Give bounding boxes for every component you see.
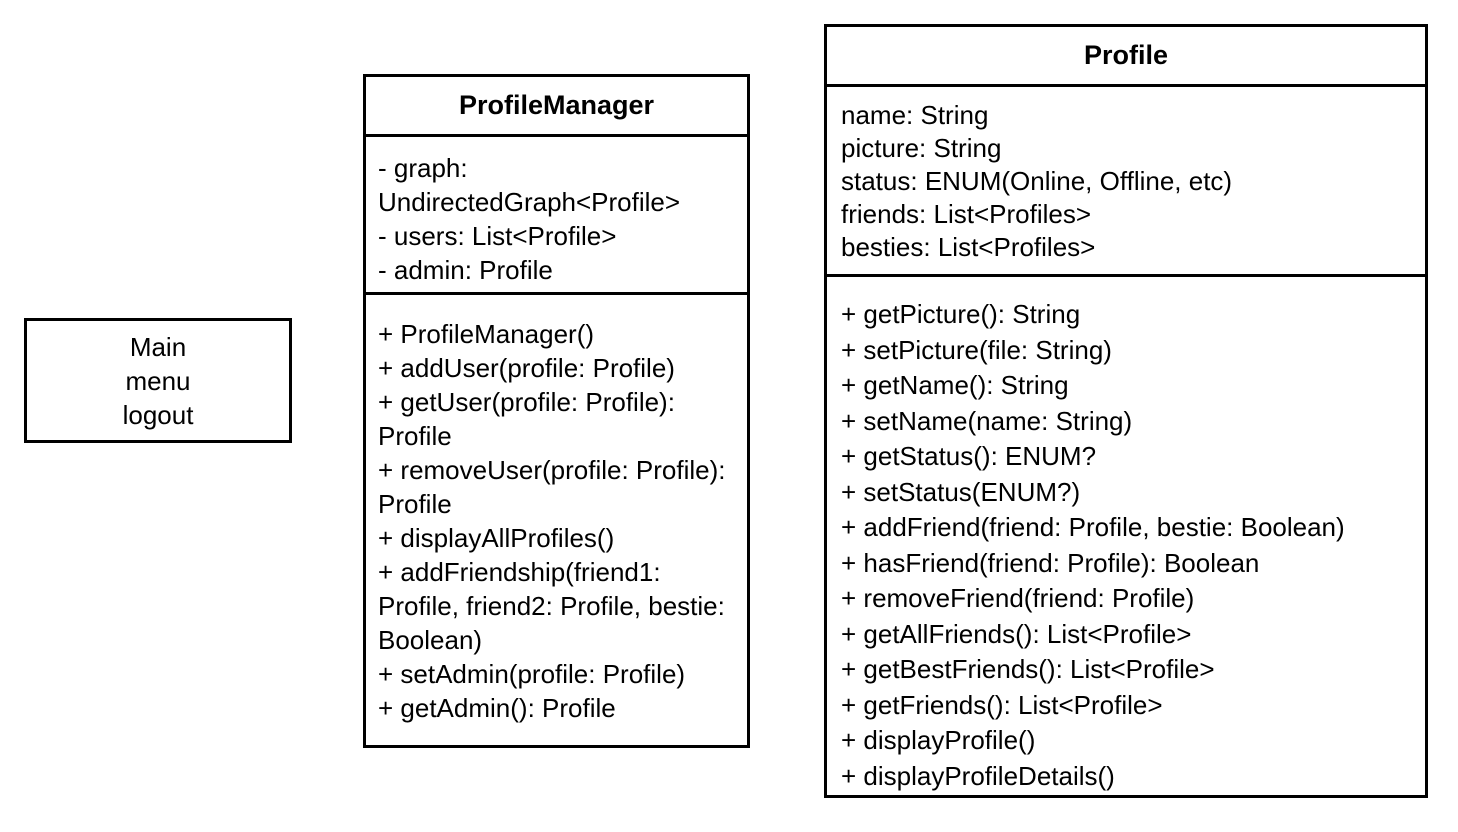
main-menu-line: menu bbox=[125, 365, 191, 396]
class-box-profile-manager: ProfileManager - graph: UndirectedGraph<… bbox=[363, 74, 750, 748]
attributes-compartment-profile-manager: - graph: UndirectedGraph<Profile> - user… bbox=[366, 137, 747, 292]
main-menu-note-box: Main menu logout bbox=[24, 318, 292, 443]
attributes-compartment-profile: name: String picture: String status: ENU… bbox=[827, 87, 1425, 274]
class-box-profile: Profile name: String picture: String sta… bbox=[824, 24, 1428, 798]
class-title-profile: Profile bbox=[827, 27, 1425, 87]
attribute-row: name: String bbox=[841, 100, 989, 130]
method-row: + displayProfileDetails() bbox=[841, 760, 1115, 791]
method-row: + getAllFriends(): List<Profile> bbox=[841, 618, 1192, 649]
main-menu-line: logout bbox=[122, 399, 194, 430]
method-row: + addUser(profile: Profile) bbox=[378, 353, 675, 383]
method-row: + getBestFriends(): List<Profile> bbox=[841, 654, 1215, 684]
method-row: + removeUser(profile: Profile): Profile bbox=[378, 455, 726, 519]
method-row: + getFriends(): List<Profile> bbox=[841, 689, 1163, 720]
method-row: + setPicture(file: String) bbox=[841, 334, 1112, 365]
method-row: + getUser(profile: Profile): Profile bbox=[378, 387, 675, 451]
method-row: + addFriend(friend: Profile, bestie: Boo… bbox=[841, 512, 1345, 542]
attribute-row: - users: List<Profile> bbox=[378, 221, 617, 251]
method-row: + removeFriend(friend: Profile) bbox=[841, 583, 1195, 613]
main-menu-line: Main bbox=[129, 331, 187, 362]
method-row: + setStatus(ENUM?) bbox=[841, 476, 1081, 507]
method-row: + addFriendship(friend1: Profile, friend… bbox=[378, 557, 725, 655]
attribute-row: picture: String bbox=[841, 133, 1002, 163]
method-row: + getPicture(): String bbox=[841, 299, 1081, 329]
attribute-row: besties: List<Profiles> bbox=[841, 232, 1096, 262]
method-row: + getAdmin(): Profile bbox=[378, 693, 616, 723]
method-row: + getName(): String bbox=[841, 370, 1069, 400]
method-row: + hasFriend(friend: Profile): Boolean bbox=[841, 547, 1260, 578]
attribute-row: status: ENUM(Online, Offline, etc) bbox=[841, 166, 1233, 196]
attribute-row: - admin: Profile bbox=[378, 255, 553, 285]
attribute-row: - graph: UndirectedGraph<Profile> bbox=[378, 153, 681, 217]
method-row: + getStatus(): ENUM? bbox=[841, 441, 1097, 471]
method-row: + displayProfile() bbox=[841, 725, 1036, 755]
class-title-profile-manager: ProfileManager bbox=[366, 77, 747, 137]
methods-compartment-profile: + getPicture(): String + setPicture(file… bbox=[827, 274, 1425, 802]
method-row: + setAdmin(profile: Profile) bbox=[378, 659, 686, 689]
attribute-row: friends: List<Profiles> bbox=[841, 199, 1092, 229]
methods-compartment-profile-manager: + ProfileManager() + addUser(profile: Pr… bbox=[366, 292, 747, 733]
method-row: + displayAllProfiles() bbox=[378, 523, 615, 553]
method-row: + setName(name: String) bbox=[841, 405, 1133, 436]
method-row: + ProfileManager() bbox=[378, 319, 595, 349]
